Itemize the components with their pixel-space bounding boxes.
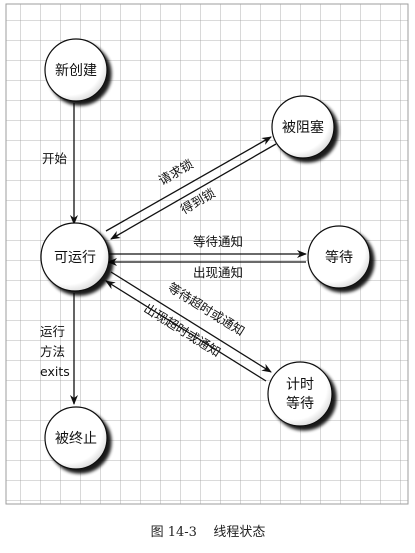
state-runnable-label: 可运行 [54, 250, 96, 266]
state-waiting-label: 等待 [325, 249, 353, 266]
edge-timed-waiting-to-runnable [105, 280, 267, 382]
state-new: 新创建 [44, 38, 108, 102]
label-run-exits-3: exits [40, 364, 70, 379]
state-terminated-label: 被终止 [55, 431, 97, 447]
label-start: 开始 [42, 151, 68, 166]
state-terminated: 被终止 [44, 406, 108, 470]
figure-caption: 图 14-3 线程状态 [151, 525, 266, 540]
edge-runnable-to-blocked [105, 136, 272, 232]
state-blocked: 被阻塞 [271, 95, 335, 159]
state-timed-waiting-label-2: 等待 [286, 395, 314, 412]
transitions [70, 103, 307, 405]
label-run-exits-1: 运行 [40, 324, 65, 339]
label-run-exits-2: 方法 [40, 344, 65, 359]
state-waiting: 等待 [307, 225, 371, 289]
state-timed-waiting-label-1: 计时 [286, 377, 314, 393]
state-new-label: 新创建 [55, 63, 97, 79]
state-blocked-label: 被阻塞 [282, 119, 324, 136]
edge-blocked-to-runnable [110, 143, 277, 240]
label-notified: 出现通知 [193, 265, 243, 280]
edge-runnable-to-timed-waiting [110, 271, 272, 373]
state-runnable: 可运行 [40, 222, 110, 292]
state-timed-waiting: 计时 等待 [267, 361, 333, 427]
label-wait-notify: 等待通知 [193, 234, 243, 249]
